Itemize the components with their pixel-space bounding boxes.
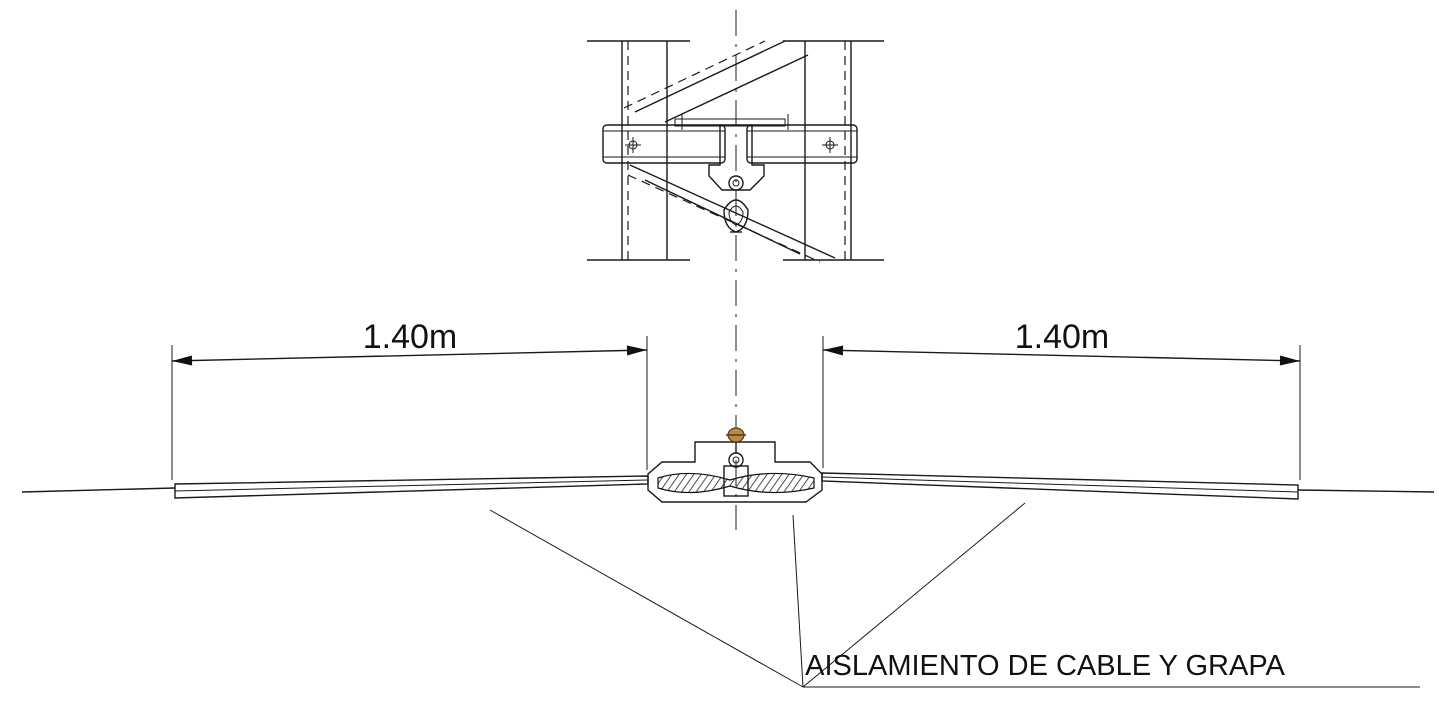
callout-leaders bbox=[489, 502, 1420, 688]
right-crossarm-plate bbox=[746, 124, 858, 164]
bolt-hole-left bbox=[625, 137, 641, 153]
dimension-left-label: 1.40m bbox=[363, 318, 458, 356]
suspension-clamp bbox=[647, 427, 823, 503]
dimension-right bbox=[822, 336, 1301, 480]
conductor-cable bbox=[21, 487, 1435, 493]
dimension-left bbox=[171, 336, 648, 480]
armor-rod-right bbox=[821, 472, 1299, 500]
hanger-bracket bbox=[708, 124, 765, 191]
dimension-right-label: 1.40m bbox=[1015, 318, 1110, 356]
shackle-eye bbox=[728, 175, 744, 191]
tower-structure bbox=[587, 10, 884, 530]
callout-label: AISLAMIENTO DE CABLE Y GRAPA bbox=[805, 650, 1285, 682]
armor-rod-left bbox=[174, 475, 649, 499]
bolt-hole-right bbox=[822, 137, 838, 153]
left-crossarm-plate bbox=[602, 124, 726, 164]
